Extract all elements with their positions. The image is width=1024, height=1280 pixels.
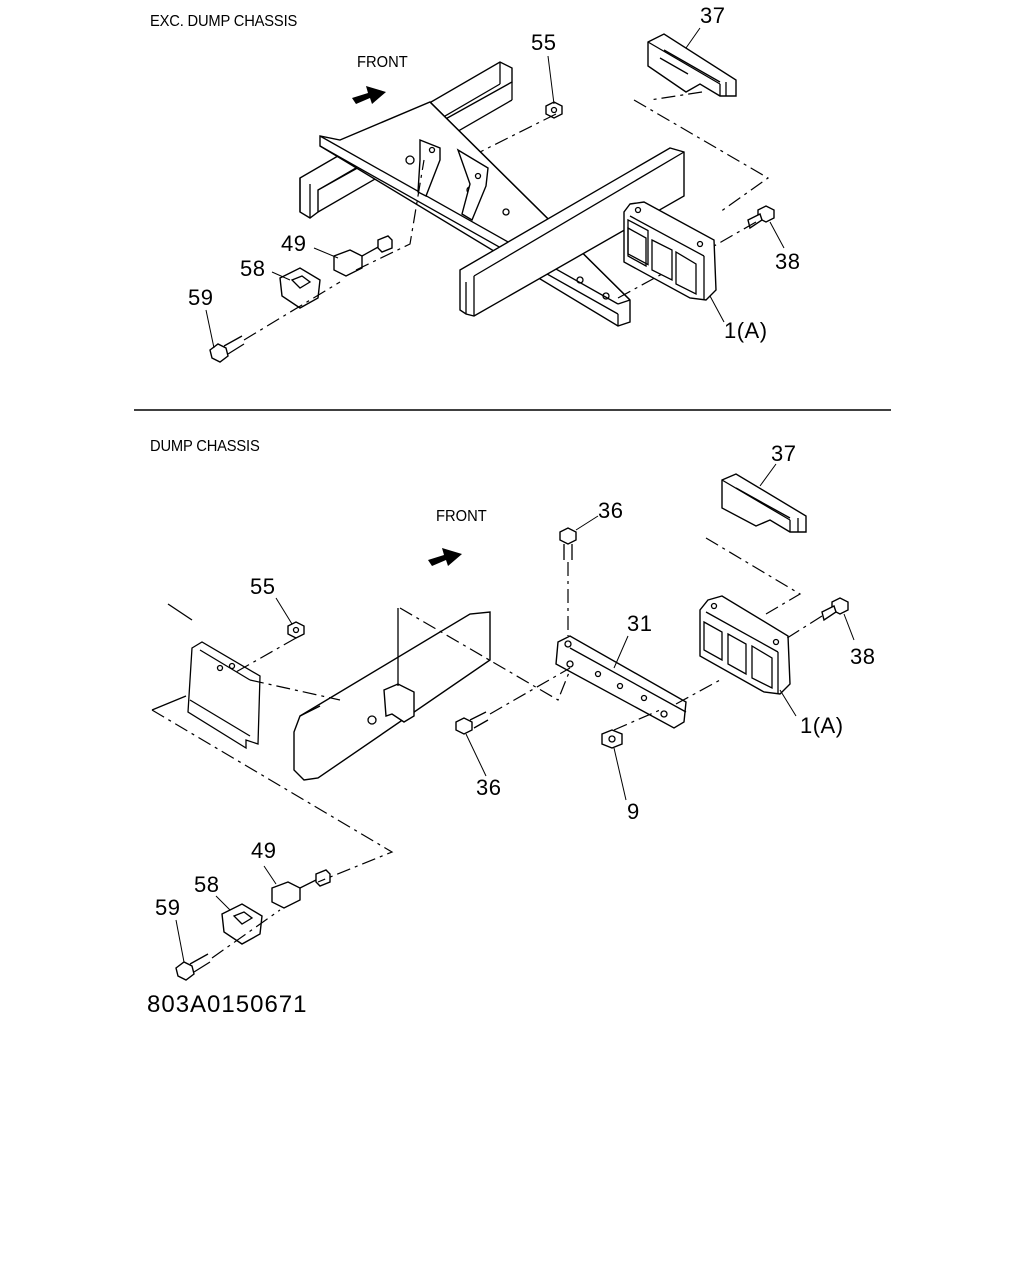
part-59-screw-top [210, 336, 244, 362]
part-9-nut [602, 730, 622, 748]
callout-55-top: 55 [531, 30, 557, 55]
part-58-grommet-top [280, 268, 320, 308]
callout-1a-bottom: 1(A) [800, 713, 844, 738]
bottom-diagram [152, 464, 854, 980]
callout-58-bottom: 58 [194, 872, 220, 897]
part-59-screw-bottom [176, 954, 210, 980]
front-arrow-icon [352, 86, 386, 104]
callout-36-lower: 36 [476, 775, 502, 800]
callout-55-bottom: 55 [250, 574, 276, 599]
part-38-bolt-bottom [822, 598, 848, 620]
part-36-bolt-upper [560, 528, 576, 560]
part-49-socket-top [334, 236, 392, 276]
part-31-bracket [556, 636, 686, 728]
callout-37-top: 37 [700, 3, 726, 28]
top-diagram [206, 28, 784, 362]
callout-59-bottom: 59 [155, 895, 181, 920]
frame-plate-left [152, 604, 260, 748]
callout-1a-top: 1(A) [724, 318, 768, 343]
drawing-code: 803A0150671 [147, 991, 308, 1018]
callout-58-top: 58 [240, 256, 266, 281]
part-49-socket-bottom [272, 870, 330, 908]
rear-cross-member-dump [294, 608, 490, 780]
callout-49-bottom: 49 [251, 838, 277, 863]
part-1a-lamp-bottom [700, 596, 790, 694]
front-label-top: FRONT [357, 54, 408, 71]
front-label-bottom: FRONT [436, 508, 487, 525]
part-37-reflector-bottom [722, 474, 806, 532]
callout-38-bottom: 38 [850, 644, 876, 669]
assembly-line-37 [634, 100, 768, 212]
callout-49-top: 49 [281, 231, 307, 256]
section-title-bottom: DUMP CHASSIS [150, 438, 260, 455]
callout-9: 9 [627, 799, 640, 824]
callout-38-top: 38 [775, 249, 801, 274]
part-1a-lamp-top [624, 202, 716, 300]
part-58-grommet-bottom [222, 904, 262, 944]
callout-37-bottom: 37 [771, 441, 797, 466]
callout-59-top: 59 [188, 285, 214, 310]
part-37-reflector-top [648, 34, 736, 96]
frame-rail-right [460, 148, 684, 316]
part-36-bolt-lower [456, 712, 488, 734]
callout-36-upper: 36 [598, 498, 624, 523]
part-55-nut-bottom [288, 622, 304, 638]
callout-31: 31 [627, 611, 653, 636]
section-title-top: EXC. DUMP CHASSIS [150, 13, 298, 30]
lamp-bracket [406, 140, 488, 220]
front-arrow-icon [428, 548, 462, 566]
